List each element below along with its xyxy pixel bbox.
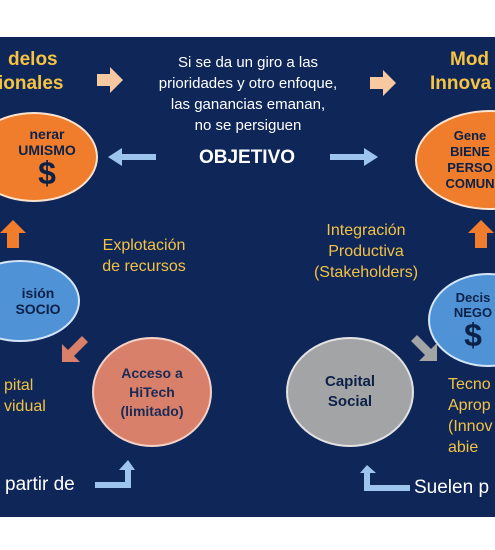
center-note: Si se da un giro a las prioridades y otr…: [130, 52, 366, 136]
slide-background: delos ionales Mod Innova Si se da un gir…: [0, 37, 495, 517]
right-goal-line4: COMUN: [445, 176, 495, 191]
right-title: Mod Innova: [430, 48, 491, 96]
center-note-line4: no se persiguen: [194, 117, 302, 134]
left-decision-ellipse: isión SOCIO: [0, 260, 80, 342]
right-decision-line2: NEGO: [453, 305, 493, 320]
tech-line1: Tecno: [448, 376, 491, 393]
diagonal-arrow-icon: [411, 335, 437, 361]
capital-line1: pital: [4, 377, 34, 394]
right-goal-line2: BIENE: [450, 144, 490, 159]
objective-label: OBJETIVO: [198, 147, 296, 168]
dollar-icon: $: [464, 317, 482, 353]
integration-text: Integración Productiva (Stakeholders): [296, 220, 436, 283]
right-arrow-icon: [330, 148, 378, 166]
bent-arrow-icon: [360, 465, 410, 491]
dollar-icon: $: [38, 155, 56, 191]
center-note-line1: Si se da un giro a las: [177, 54, 319, 71]
right-decision-line1: Decis: [455, 290, 491, 305]
up-arrow-icon: [0, 220, 26, 248]
tech-text: Tecno Aprop (Innov abie: [448, 374, 492, 458]
access-line1: Acceso a: [121, 364, 183, 381]
exploitation-text: Explotación de recursos: [84, 235, 204, 277]
access-line2: HiTech: [129, 383, 175, 400]
right-arrow-icon: [370, 70, 396, 96]
up-arrow-icon: [468, 220, 494, 248]
access-line3: (limitado): [120, 402, 184, 419]
capital-social-line2: Social: [327, 393, 373, 410]
capital-social-line1: Capital: [324, 373, 375, 390]
left-bottom-text: partir de: [5, 474, 75, 495]
right-bottom-text: Suelen p: [414, 477, 490, 498]
right-arrow-icon: [97, 67, 123, 93]
right-title-line2: Innova: [430, 73, 492, 94]
capital-text: pital vidual: [4, 375, 46, 417]
center-note-line2: prioridades y otro enfoque,: [158, 75, 338, 92]
left-goal-line2: UMISMO: [18, 142, 76, 158]
left-arrow-icon: [108, 148, 156, 166]
capital-social-ellipse: Capital Social: [286, 337, 414, 447]
tech-line4: abie: [448, 439, 479, 456]
exploitation-line1: Explotación: [102, 237, 186, 254]
center-note-line3: las ganancias emanan,: [170, 96, 326, 113]
left-title-line1: delos: [8, 49, 58, 70]
left-goal-ellipse: nerar UMISMO $: [0, 112, 98, 202]
access-ellipse: Acceso a HiTech (limitado): [92, 337, 212, 447]
left-goal-line1: nerar: [29, 126, 65, 142]
left-decision-line1: isión: [21, 285, 55, 301]
left-title: delos ionales: [0, 48, 63, 96]
right-goal-line3: PERSO: [447, 160, 493, 175]
left-title-line2: ionales: [0, 73, 64, 94]
left-decision-line2: SOCIO: [15, 301, 61, 317]
diagonal-arrow-icon: [62, 336, 88, 362]
bent-arrow-icon: [95, 460, 135, 488]
integration-line1: Integración: [326, 222, 406, 239]
right-goal-line1: Gene: [453, 128, 487, 143]
integration-line2: Productiva: [328, 243, 404, 260]
tech-line3: (Innov: [448, 418, 493, 435]
right-title-line1: Mod: [450, 49, 490, 70]
capital-line2: vidual: [4, 398, 46, 415]
right-goal-ellipse: Gene BIENE PERSO COMUN: [415, 110, 495, 210]
tech-line2: Aprop: [448, 397, 491, 414]
integration-line3: (Stakeholders): [313, 264, 419, 281]
exploitation-line2: de recursos: [102, 258, 186, 275]
